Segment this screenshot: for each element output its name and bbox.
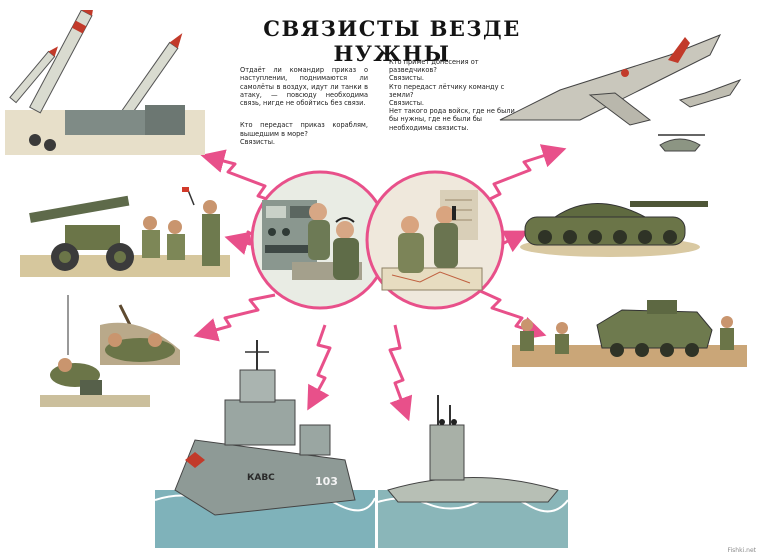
scene-infantry-vehicle <box>512 290 747 370</box>
arrow-to-infantry <box>193 293 276 342</box>
scene-submarine <box>378 390 568 550</box>
arrow-to-rockets <box>200 149 286 207</box>
ship-number: 103 <box>315 475 338 488</box>
arrow-to-sub <box>388 324 413 422</box>
ship-hull-text: КАВС <box>247 473 275 483</box>
radio-operators-scene <box>262 200 362 280</box>
poster-title: СВЯЗИСТЫ ВЕЗДЕ НУЖНЫ <box>263 16 521 66</box>
text-column-left: Отдаёт ли командир приказ о наступлении,… <box>240 58 368 154</box>
scene-artillery <box>20 185 230 280</box>
arrow-to-plane <box>477 144 567 207</box>
scene-infantry-radio <box>40 295 190 410</box>
scene-missile-launchers <box>5 10 205 160</box>
scene-aircraft <box>490 25 745 170</box>
arrow-to-ship <box>307 324 332 411</box>
arrow-to-bmp <box>477 288 547 340</box>
text-column-right: Кто примет донесения от разведчиков? Свя… <box>389 58 515 132</box>
scene-tank <box>515 175 710 260</box>
scene-warship: КАВС 103 <box>155 340 375 550</box>
watermark: Fishki.net <box>727 547 756 554</box>
text-left-paragraph-1: Отдаёт ли командир приказ о наступлении,… <box>240 66 368 108</box>
commanders-scene <box>381 190 483 291</box>
text-left-paragraph-2: Кто передаст приказ кораблям, вышедшим в… <box>240 121 368 146</box>
